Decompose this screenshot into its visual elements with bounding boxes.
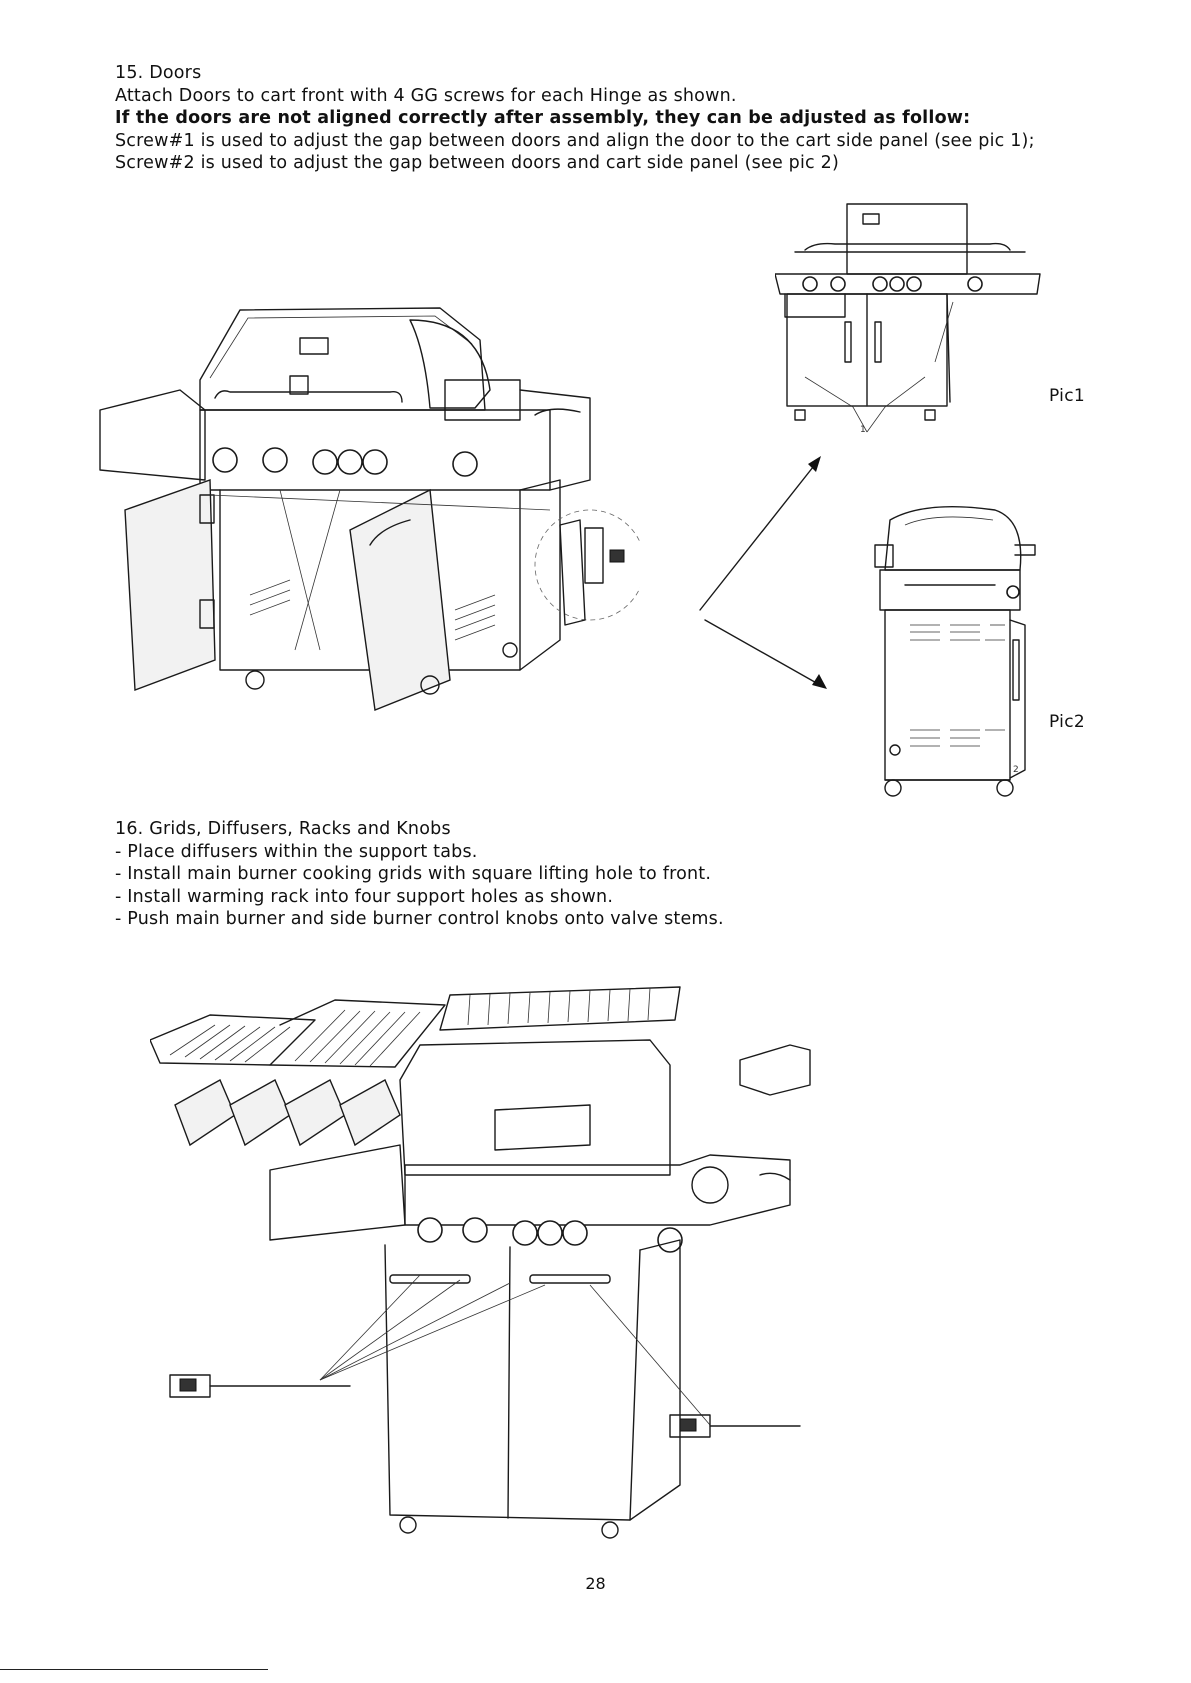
step15-adjust-note: If the doors are not aligned correctly a… (115, 108, 971, 128)
step16-item-rack: - Install warming rack into four support… (115, 886, 614, 907)
step16-text: 16. Grids, Diffusers, Racks and Knobs - … (115, 818, 1115, 931)
step16-heading: 16. Grids, Diffusers, Racks and Knobs (115, 819, 451, 839)
step15-instruction: Attach Doors to cart front with 4 GG scr… (115, 85, 737, 106)
cooking-grids (150, 999, 446, 1068)
step15-screw2-note: Screw#2 is used to adjust the gap betwee… (115, 153, 839, 173)
grids-diffusers-figure (150, 985, 870, 1560)
footer-rule (0, 1669, 268, 1670)
step16-item-knobs: - Push main burner and side burner contr… (115, 909, 724, 929)
pic1-callout: 1 (860, 425, 866, 435)
step15-text: 15. Doors Attach Doors to cart front wit… (115, 62, 1115, 175)
pic2-side-view: 2 (865, 500, 1045, 800)
control-knobs (212, 447, 478, 477)
step15-screw1-note: Screw#1 is used to adjust the gap betwee… (115, 130, 1035, 151)
pic1-label: Pic1 (1049, 386, 1085, 406)
step15-heading: 15. Doors (115, 63, 202, 83)
heat-diffusers (174, 1079, 401, 1147)
pic2-label: Pic2 (1049, 712, 1085, 732)
page-number: 28 (585, 1574, 606, 1593)
doors-assembly-figure (80, 280, 640, 760)
pic1-knobs (802, 276, 983, 292)
callout-arrows (680, 440, 840, 700)
main-knobs (417, 1217, 683, 1253)
pic2-callout: 2 (1013, 765, 1019, 775)
step16-item-diffusers: - Place diffusers within the support tab… (115, 841, 478, 862)
step16-item-grids: - Install main burner cooking grids with… (115, 864, 712, 884)
pic1-front-view: 1 (775, 202, 1045, 447)
